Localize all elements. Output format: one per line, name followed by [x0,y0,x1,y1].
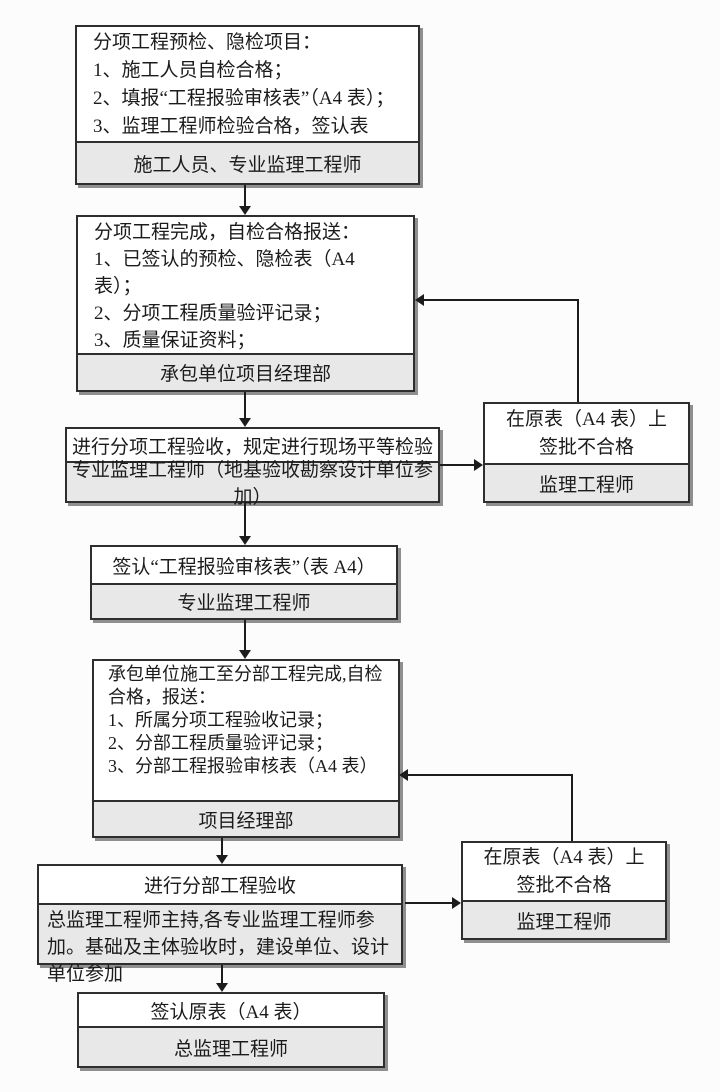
flow-step2-line2: 1、已签认的预检、隐检表（A4 表）； [94,249,355,297]
flow-step7-actor: 总监理工程师 [79,1026,383,1066]
flow-step3-title: 进行分项工程验收，规定进行现场平等检验 [67,429,438,461]
connector-step6-to-reject2-line [405,902,453,904]
arrow-step6-to-step7-line [221,965,223,984]
flow-step1-actor: 施工人员、专业监理工程师 [77,141,418,183]
flow-step1-line3: 2、填报“工程报验审核表”（A4 表）； [93,88,395,109]
arrow-step3-to-step4-head-icon [239,536,251,545]
reject1-actor: 监理工程师 [485,463,688,501]
flow-step5-body: 承包单位施工至分部工程完成,自检合格，报送： 1、所属分项工程验收记录； 2、分… [94,661,398,800]
flow-step6-box: 进行分部工程验收 总监理工程师主持,各专业监理工程师参加。基础及主体验收时，建设… [37,864,403,985]
flow-step2-box: 分项工程完成，自检合格报送： 1、已签认的预检、隐检表（A4 表）； 2、分项工… [76,215,415,392]
reject2-line2: 签批不合格 [516,874,612,896]
flow-step5-line2: 1、所属分项工程验收记录； [108,710,333,730]
arrow-step6-to-step7-head-icon [216,983,228,992]
return-reject2-horizontal-line [408,774,573,776]
flow-step3-box: 进行分项工程验收，规定进行现场平等检验 专业监理工程师（地基验收勘察设计单位参加… [65,427,440,508]
flow-step6-title: 进行分部工程验收 [39,866,401,903]
flow-step2-line1: 分项工程完成，自检合格报送： [94,222,361,243]
flow-step4-actor: 专业监理工程师 [92,583,396,618]
flow-step2-body: 分项工程完成，自检合格报送： 1、已签认的预检、隐检表（A4 表）； 2、分项工… [78,217,413,353]
flow-step5-line4: 3、分部工程报验审核表（A4 表） [108,756,378,776]
arrow-step5-to-step6-head-icon [216,855,228,864]
flow-step4-title: 签认“工程报验审核表”（表 A4） [92,547,396,583]
reject2-actor: 监理工程师 [463,900,665,938]
flow-step2-actor: 承包单位项目经理部 [78,353,413,390]
arrow-step2-to-step3-line [244,392,246,419]
flow-step2-line3: 2、分项工程质量验评记录； [94,303,332,324]
reject1-line1: 在原表（A4 表）上 [506,408,667,430]
flow-step6-actor: 总监理工程师主持,各专业监理工程师参加。基础及主体验收时，建设单位、设计单位参加 [39,903,401,985]
connector-step3-to-reject1-head-icon [474,459,483,471]
return-reject2-vertical-line [571,775,573,841]
flow-step1-body: 分项工程预检、隐检项目： 1、施工人员自检合格； 2、填报“工程报验审核表”（A… [77,27,418,141]
return-reject1-horizontal-line [424,299,579,301]
return-reject1-vertical-line [577,300,579,402]
flow-step3-actor: 专业监理工程师（地基验收勘察设计单位参加） [67,460,438,508]
arrow-step5-to-step6-line [221,838,223,856]
flow-step7-box: 签认原表（A4 表） 总监理工程师 [77,992,385,1068]
flow-step2-line4: 3、质量保证资料； [94,330,256,351]
flow-step5-line3: 2、分部工程质量验评记录； [108,733,333,753]
connector-step6-to-reject2-head-icon [452,897,461,909]
arrow-step3-to-step4-line [244,503,246,537]
reject2-line1: 在原表（A4 表）上 [483,846,645,868]
reject1-line2: 签批不合格 [538,436,634,458]
arrow-step1-to-step2-head-icon [239,206,251,215]
flow-step5-box: 承包单位施工至分部工程完成,自检合格，报送： 1、所属分项工程验收记录； 2、分… [92,659,400,838]
connector-step3-to-reject1-line [440,464,475,466]
flow-step1-line1: 分项工程预检、隐检项目： [93,32,322,53]
arrow-step4-to-step5-head-icon [239,650,251,659]
flow-step5-line1: 承包单位施工至分部工程完成,自检合格，报送： [108,664,383,707]
reject1-body: 在原表（A4 表）上 签批不合格 [485,404,688,463]
reject1-box: 在原表（A4 表）上 签批不合格 监理工程师 [483,402,690,503]
arrow-step4-to-step5-line [244,620,246,651]
reject2-box: 在原表（A4 表）上 签批不合格 监理工程师 [461,841,667,940]
flow-step4-box: 签认“工程报验审核表”（表 A4） 专业监理工程师 [90,545,398,620]
return-reject2-head-icon [399,769,408,781]
flow-step1-line2: 1、施工人员自检合格； [93,60,293,81]
flow-step1-line4: 3、监理工程师检验合格，签认表（A4 表）。 [93,116,369,137]
reject2-body: 在原表（A4 表）上 签批不合格 [463,843,665,900]
arrow-step2-to-step3-head-icon [239,418,251,427]
return-reject1-head-icon [415,294,424,306]
flow-step1-box: 分项工程预检、隐检项目： 1、施工人员自检合格； 2、填报“工程报验审核表”（A… [75,25,420,185]
arrow-step1-to-step2-line [244,185,246,207]
flow-step5-actor: 项目经理部 [94,800,398,836]
flow-step7-title: 签认原表（A4 表） [79,994,383,1026]
